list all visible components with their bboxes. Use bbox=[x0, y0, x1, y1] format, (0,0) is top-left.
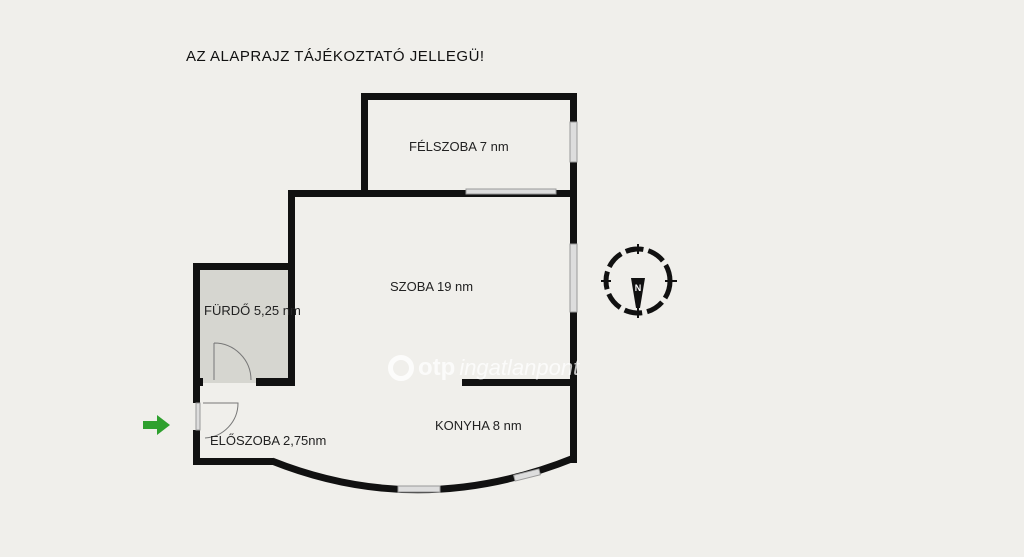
watermark-brand: otp bbox=[418, 354, 456, 381]
room-label-eloszoba: ELŐSZOBA 2,75nm bbox=[210, 433, 327, 448]
room-label-felszoba: FÉLSZOBA 7 nm bbox=[409, 139, 509, 154]
doors bbox=[203, 342, 252, 439]
room-label-szoba: SZOBA 19 nm bbox=[390, 279, 474, 294]
compass-icon: N bbox=[601, 244, 677, 318]
room-label-konyha: KONYHA 8 nm bbox=[435, 418, 522, 433]
otp-logo-icon bbox=[388, 355, 414, 381]
bathroom-floor bbox=[200, 270, 288, 383]
entrance-arrow-icon bbox=[143, 415, 170, 435]
svg-text:N: N bbox=[635, 283, 642, 293]
watermark-suffix: ingatlanpont bbox=[459, 355, 580, 380]
plan-disclaimer-title: AZ ALAPRAJZ TÁJÉKOZTATÓ JELLEGÜ! bbox=[186, 48, 485, 65]
windows bbox=[195, 121, 578, 493]
watermark: otp ingatlanpont bbox=[388, 354, 579, 382]
room-label-furdo: FÜRDŐ 5,25 nm bbox=[204, 303, 301, 318]
